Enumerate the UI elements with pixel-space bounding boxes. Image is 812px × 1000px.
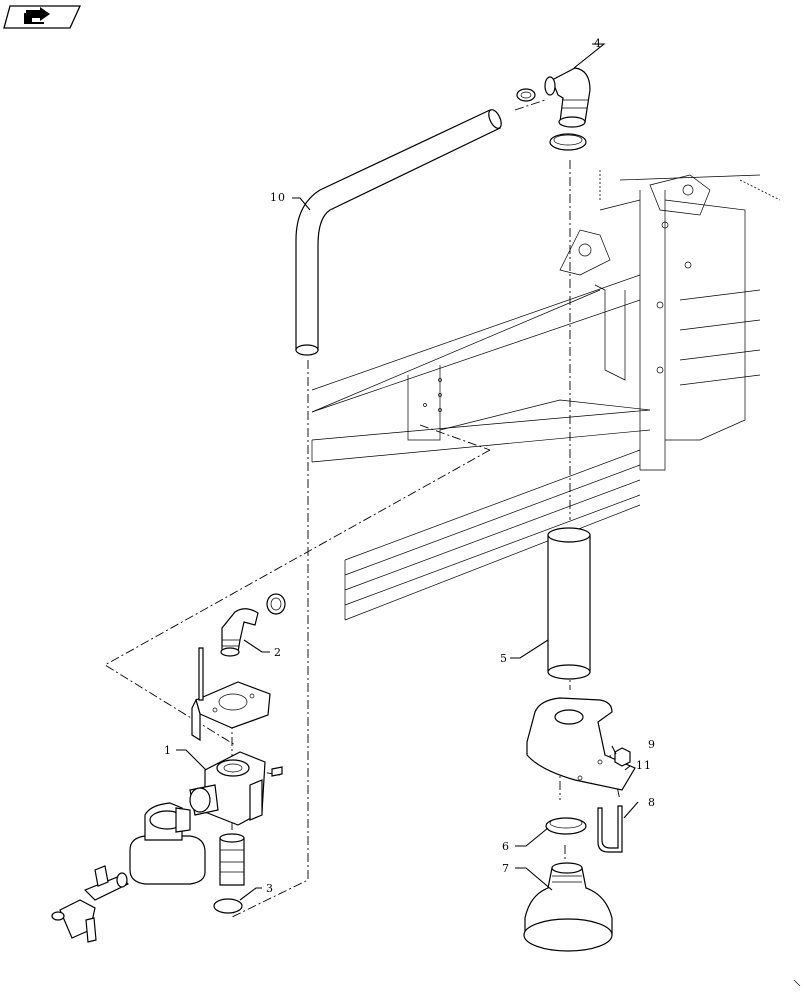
part-11-mounting-plate	[526, 697, 636, 791]
hose-clamp-2	[266, 593, 286, 615]
callout-11: 11	[636, 759, 652, 772]
part-2-elbow-fitting	[220, 608, 259, 657]
hose-clamp-lower-4	[549, 133, 587, 151]
part-9-nut	[614, 747, 631, 767]
callout-2: 2	[274, 646, 282, 659]
pump-assembly	[51, 802, 206, 943]
part-5-hose	[547, 527, 591, 680]
corner-mark	[793, 979, 801, 987]
part-8-u-bolt	[597, 805, 623, 853]
part-6-hose-clamp	[545, 817, 587, 835]
callout-3: 3	[266, 882, 274, 895]
callout-5: 5	[500, 652, 508, 665]
leader-lines	[176, 43, 639, 901]
callout-7: 7	[502, 862, 510, 875]
next-page-arrow-icon	[24, 7, 50, 24]
next-page-button[interactable]	[3, 5, 82, 29]
part-4-elbow-fitting	[544, 67, 591, 128]
hose-clamp-3	[213, 898, 243, 914]
callout-4: 4	[594, 37, 602, 50]
callout-9: 9	[648, 738, 656, 751]
part-10-hose	[295, 109, 502, 356]
assembly-centerlines	[104, 99, 621, 919]
part-7-tank-adapter	[523, 862, 613, 952]
hose-clamp-upper	[516, 88, 536, 102]
part-3-hose-fitting	[219, 833, 245, 886]
callout-6: 6	[502, 840, 510, 853]
callout-10: 10	[270, 191, 286, 204]
callout-8: 8	[648, 796, 656, 809]
boom-frame	[311, 170, 781, 621]
valve-mounting-bracket	[191, 647, 271, 742]
callout-labels: 4 10 5 9 11 8 6 7 2 1 3	[164, 37, 656, 895]
callout-1: 1	[164, 744, 172, 757]
part-1-valve-body	[189, 751, 283, 826]
